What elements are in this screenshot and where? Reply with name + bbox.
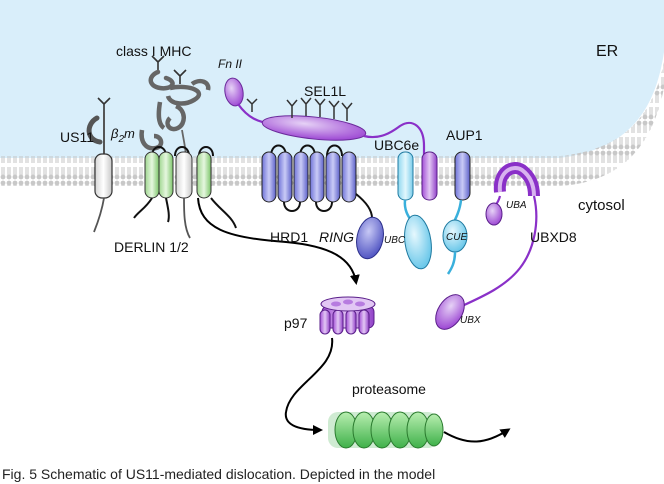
label-ubc: UBC	[384, 235, 406, 246]
label-ring: RING	[319, 229, 354, 245]
hrd1-protein	[261, 144, 373, 219]
p97-complex	[319, 296, 376, 335]
label-cue: CUE	[446, 232, 467, 243]
label-uba: UBA	[506, 200, 527, 211]
class1-mhc-protein	[148, 55, 211, 159]
proteasome-complex	[328, 411, 444, 449]
label-proteasome: proteasome	[352, 381, 426, 397]
b2m-subscript: 2	[117, 134, 124, 145]
label-hrd1: HRD1	[270, 229, 308, 245]
aup1-protein	[442, 151, 471, 275]
label-cytosol: cytosol	[578, 197, 625, 214]
ubxd8-protein	[435, 162, 540, 330]
label-class1-mhc: class I MHC	[116, 43, 191, 59]
label-b2m: β2m	[110, 126, 135, 145]
sel1l-protein	[261, 97, 426, 160]
ring-domain	[356, 216, 384, 260]
label-er: ER	[596, 43, 618, 60]
label-sel1l: SEL1L	[304, 83, 346, 99]
ubc6e-protein	[397, 151, 438, 270]
b2m-beta: β	[110, 126, 119, 141]
er-lumen	[0, 0, 664, 158]
derlin-protein	[133, 146, 237, 239]
label-us11: US11	[60, 129, 94, 145]
us11-protein	[86, 97, 113, 233]
dislocation-arrow	[197, 197, 360, 285]
label-p97: p97	[284, 315, 308, 331]
b2m-m: m	[124, 126, 135, 141]
label-ubx: UBX	[460, 315, 481, 326]
figure-caption: Fig. 5 Schematic of US11-mediated disloc…	[2, 466, 436, 482]
label-fn2: Fn II	[218, 57, 243, 71]
label-ubc6e: UBC6e	[374, 137, 419, 153]
degradation-arrow	[284, 337, 334, 435]
fn2-domain	[224, 77, 273, 126]
label-ubxd8: UBXD8	[530, 229, 577, 245]
label-derlin: DERLIN 1/2	[114, 239, 189, 255]
output-arrow	[443, 428, 511, 443]
label-aup1: AUP1	[446, 127, 483, 143]
